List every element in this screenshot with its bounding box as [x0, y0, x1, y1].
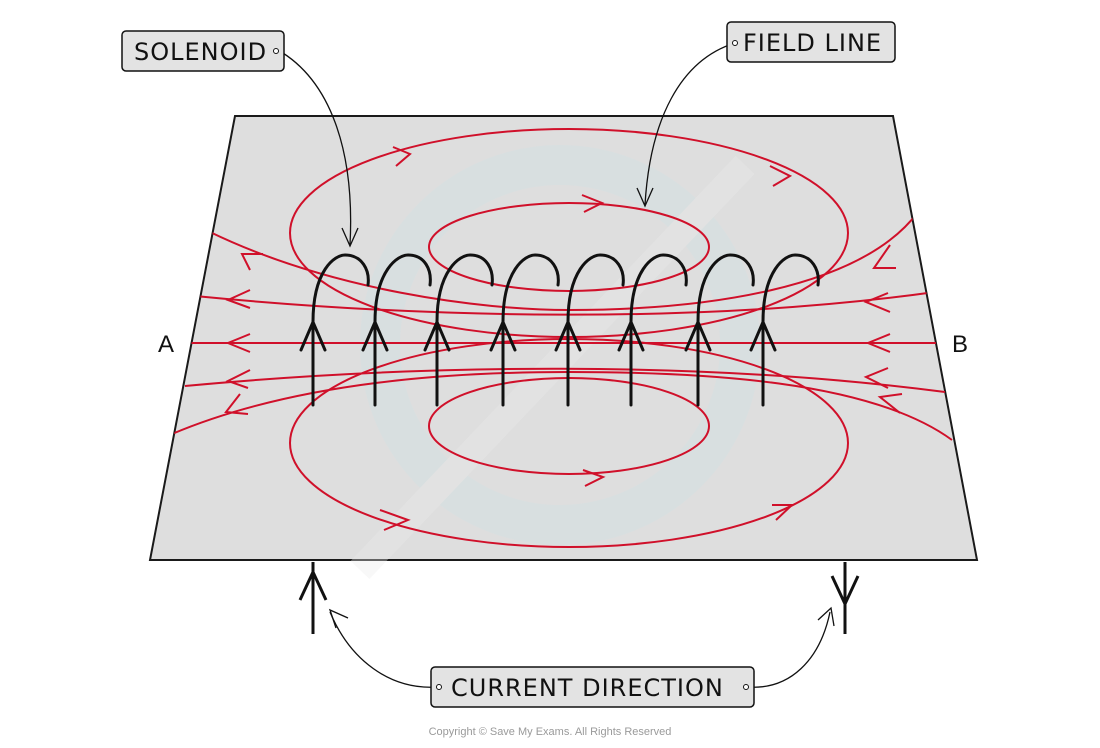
watermark-logo — [350, 145, 760, 579]
current-arrow-up — [489, 318, 517, 352]
field-arrows — [224, 146, 903, 531]
solenoid-coils — [299, 253, 820, 407]
leader-field-line-arrow — [636, 187, 654, 208]
leader-current-left-arrow — [328, 608, 349, 629]
solenoid-turn — [435, 253, 494, 407]
point-label-b: B — [952, 331, 968, 358]
field-arrow — [582, 469, 606, 487]
leader-current-right — [747, 611, 831, 688]
callout-leaders — [277, 42, 835, 688]
field-arrow — [225, 369, 251, 389]
wire-out-arrow-down — [830, 575, 860, 608]
solenoid-turn — [761, 253, 820, 407]
field-arrow — [769, 165, 793, 187]
solenoid-turn — [373, 253, 432, 407]
field-arrow — [581, 194, 605, 213]
current-arrow-up — [299, 318, 327, 352]
copyright-notice: Copyright © Save My Exams. All Rights Re… — [428, 726, 672, 738]
point-label-a: A — [158, 331, 174, 358]
field-arrow — [224, 393, 249, 415]
tag-hole — [436, 684, 442, 690]
field-arrow — [225, 289, 251, 309]
tag-hole — [732, 40, 738, 46]
field-line-upper-1 — [194, 291, 936, 316]
current-arrow-up — [749, 318, 777, 352]
field-loop-inner-top — [428, 202, 710, 292]
field-line-lower-1 — [184, 367, 946, 393]
field-arrow — [872, 244, 896, 269]
field-arrow — [225, 333, 251, 353]
field-arrow — [863, 367, 889, 389]
leader-solenoid — [277, 49, 352, 246]
current-arrow-up — [361, 318, 389, 352]
solenoid-turn — [311, 253, 370, 407]
current-arrow-up — [617, 318, 645, 352]
tag-field-line-label: FIELD LINE — [743, 29, 882, 57]
current-arrow-up — [554, 318, 582, 352]
field-arrow — [392, 146, 412, 167]
current-arrow-up — [684, 318, 712, 352]
field-arrow — [863, 292, 891, 313]
leader-solenoid-arrow — [341, 227, 359, 248]
solenoid-turn — [696, 253, 755, 407]
tag-hole — [743, 684, 749, 690]
field-arrow — [865, 333, 891, 353]
plane-surface — [148, 115, 979, 561]
leader-current-right-arrow — [817, 606, 835, 627]
tag-current-direction-label: CURRENT DIRECTION — [451, 674, 724, 702]
current-arrow-up — [423, 318, 451, 352]
tag-field-line: FIELD LINE — [726, 21, 896, 63]
solenoid-turn — [501, 253, 560, 407]
tag-hole — [273, 48, 279, 54]
field-arrow — [877, 393, 903, 414]
solenoid-turn — [566, 253, 625, 407]
wire-in-arrow-up — [298, 568, 328, 601]
field-arrow — [379, 509, 411, 531]
field-arrow — [240, 253, 263, 271]
field-arrow — [772, 504, 795, 521]
leader-current-left — [329, 611, 438, 688]
leader-field-line — [644, 42, 736, 206]
tag-solenoid: SOLENOID — [121, 30, 285, 72]
tag-current-direction: CURRENT DIRECTION — [430, 666, 755, 708]
solenoid-turn — [629, 253, 688, 407]
tag-solenoid-label: SOLENOID — [134, 38, 267, 66]
current-wires — [298, 562, 860, 634]
